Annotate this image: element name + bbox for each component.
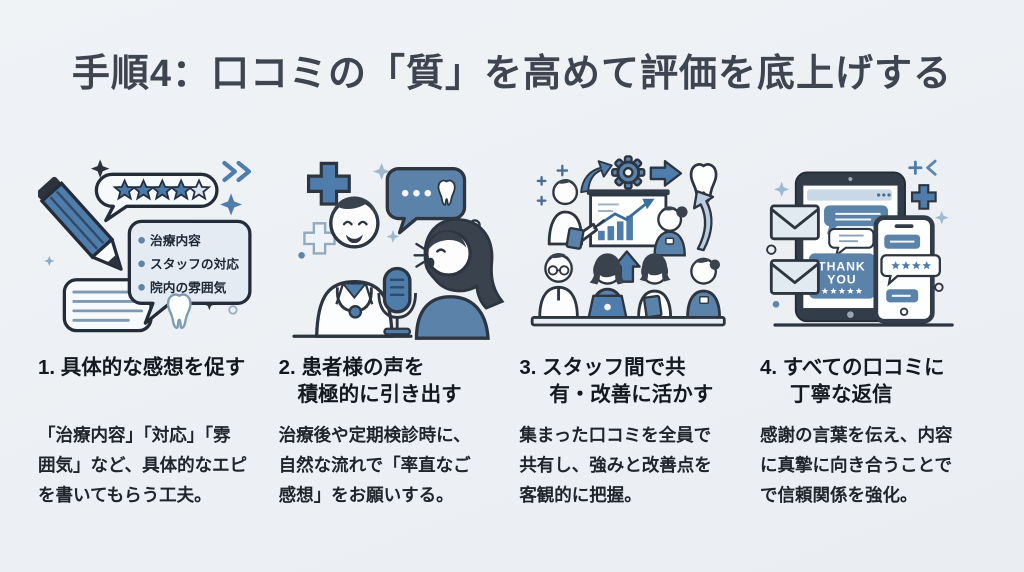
step-2-illustration [279,148,505,340]
sparkle-icon [766,159,949,308]
nurse-behind-icon [653,206,688,257]
stethoscope-icon [348,304,362,319]
gear-icon [611,155,646,190]
step-1-column: 治療内容 スタッフの対応 院内の雰囲気 [38,148,264,510]
medical-cross-icon [910,184,937,210]
step-2-heading: 2. 患者様の声を 積極的に引き出す [279,354,505,412]
step-1-heading: 1. 具体的な感想を促す [38,354,264,412]
step-3-heading: 3. スタッフ間で共 有・改善に活かす [519,354,745,412]
checklist-bubble-icon: 治療内容 スタッフの対応 院内の雰囲気 [127,219,252,325]
star-rating-bubble-icon [94,172,219,223]
step-4-column: THANK YOU [760,148,986,510]
doctor-icon [314,196,394,338]
voice-lines-icon [413,242,425,268]
step-3-description: 集まった口コミを全員で 共有し、強みと改善点を 客観的に把握。 [519,425,712,506]
bullet-item-2: スタッフの対応 [150,256,239,271]
step-1-heading-line1: 1. 具体的な感想を促す [38,356,246,379]
trend-line-icon [597,203,647,227]
bar-chart-icon [598,215,634,241]
chevron-left-icon [926,159,937,176]
arrow-right-icon [649,159,683,187]
step-2-heading-line2: 積極的に引き出す [297,383,462,407]
clipboard-icon [565,227,585,250]
step-2-column: 2. 患者様の声を 積極的に引き出す 治療後や定期検診時に、 自然な流れで「率直… [279,148,505,510]
sparkle-icon [44,159,243,315]
microphone-icon [377,266,417,336]
step-1-illustration: 治療内容 スタッフの対応 院内の雰囲気 [38,148,264,340]
curved-arrow-icon [580,160,614,194]
speech-bubble-icon [385,167,466,235]
review-writing-illustration: 治療内容 スタッフの対応 院内の雰囲気 [38,159,252,333]
reply-devices-illustration: THANK YOU [766,159,954,327]
step-4-illustration: THANK YOU [760,148,986,340]
table [531,316,727,327]
step-3-heading-line1: 3. スタッフ間で共 [519,356,686,379]
step-4-heading: 4. すべての口コミに 丁寧な返信 [760,354,986,412]
bullet-item-3: 院内の雰囲気 [150,280,227,295]
sparkle-icon [536,164,569,206]
thank-you-text-line1: THANK [818,259,866,273]
team-meeting-illustration [531,155,727,327]
badge-icon [699,296,710,305]
step-3-column: 3. スタッフ間で共 有・改善に活かす 集まった口コミを全員で 共有し、強みと改… [519,148,745,510]
presenter-doctor-icon [548,179,606,250]
tablet-icon [643,294,663,319]
phone-icon [873,215,941,324]
tooth-icon [166,293,192,330]
bullet-item-1: 治療内容 [150,233,201,248]
star-rating-bubble-icon [880,254,941,287]
step-2-description: 治療後や定期検診時に、 自然な流れで「率直なご 感想」をお願いする。 [278,425,471,506]
patient-icon [413,218,505,340]
thank-you-card-icon: THANK YOU [808,253,875,299]
step-4-heading-line1: 4. すべての口コミに [759,356,945,379]
chevrons-icon [222,160,252,183]
steps-row: 治療内容 スタッフの対応 院内の雰囲気 [38,148,986,510]
step-3-heading-line2: 有・改善に活かす [549,383,714,407]
step-2-heading-line1: 2. 患者様の声を [278,356,425,379]
step-4-description: 感謝の言葉を伝え、内容 に真摯に向き合うことで で信頼関係を強化。 [759,425,953,506]
step-1-description: 「治療内容」「対応」「雰 囲気」など、具体的なエピ を書いてもらう工夫。 [38,425,248,506]
curved-up-arrow-icon [693,190,715,252]
step-4-heading-line2: 丁寧な返信 [789,383,893,407]
doctor-patient-illustration [292,161,505,340]
whiteboard-chart-icon [587,189,670,248]
thank-you-text-line2: YOU [827,273,856,287]
pencil-icon [38,176,123,271]
page-title: 手順4：口コミの「質」を高めて評価を底上げする [71,53,953,95]
step-3-illustration [519,148,745,340]
team-icon [538,252,722,319]
